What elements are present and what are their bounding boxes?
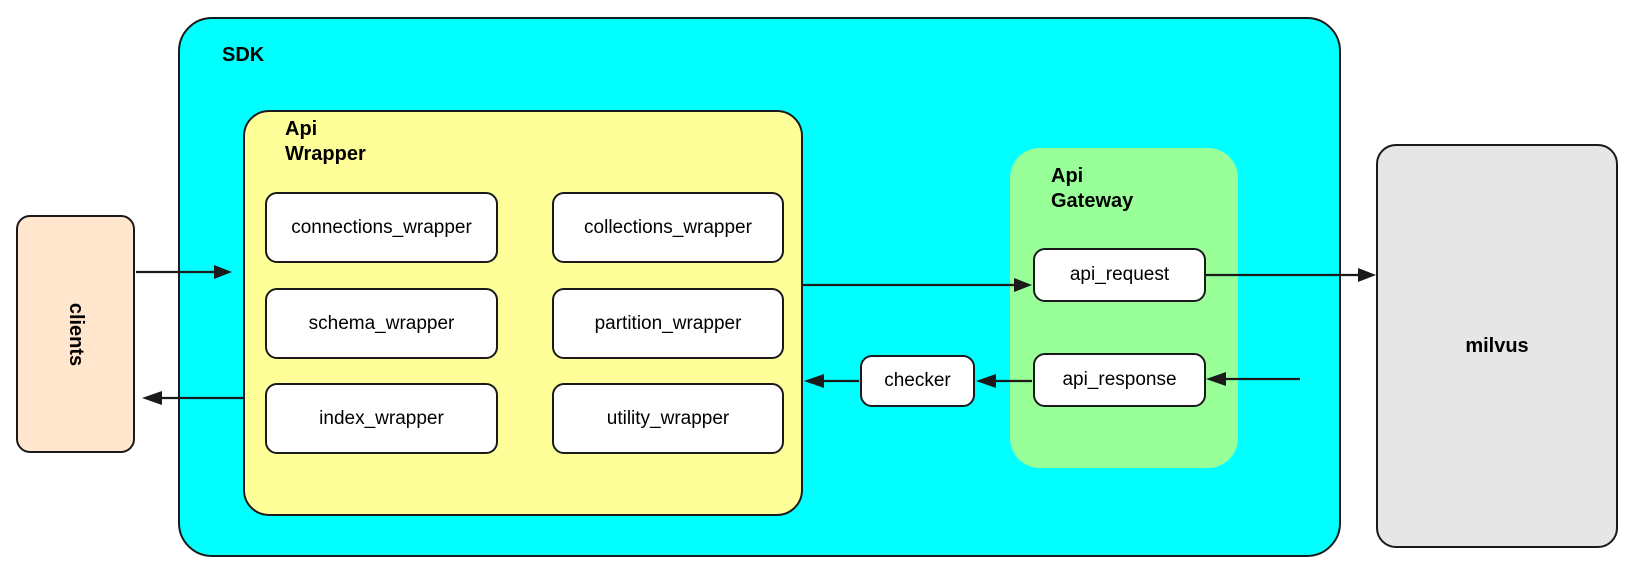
node-api-request[interactable]: api_request bbox=[1033, 248, 1206, 302]
node-connections-wrapper[interactable]: connections_wrapper bbox=[265, 192, 498, 263]
arrow-api-wrapper-to-api-request bbox=[803, 278, 1032, 292]
node-checker[interactable]: checker bbox=[860, 355, 975, 407]
api-gateway-title: Api Gateway bbox=[1051, 165, 1134, 212]
node-collections-wrapper[interactable]: collections_wrapper bbox=[552, 192, 784, 263]
milvus-node[interactable]: milvus bbox=[1376, 144, 1618, 548]
node-schema-wrapper[interactable]: schema_wrapper bbox=[265, 288, 498, 359]
arrow-clients-to-api-wrapper bbox=[136, 265, 232, 279]
arrow-api-request-to-milvus bbox=[1206, 268, 1376, 282]
api-wrapper-title: Api Wrapper bbox=[285, 118, 366, 165]
arrow-api-response-to-checker bbox=[976, 374, 1032, 388]
milvus-label: milvus bbox=[1465, 334, 1529, 357]
arrow-checker-to-api-wrapper bbox=[804, 374, 859, 388]
sdk-title: SDK bbox=[222, 44, 265, 66]
clients-node[interactable]: clients bbox=[16, 215, 135, 453]
node-utility-wrapper[interactable]: utility_wrapper bbox=[552, 383, 784, 454]
api-gateway-container bbox=[1010, 148, 1238, 468]
arrow-milvus-to-api-response bbox=[1206, 372, 1300, 386]
arrow-api-wrapper-to-clients bbox=[142, 391, 245, 405]
node-partition-wrapper[interactable]: partition_wrapper bbox=[552, 288, 784, 359]
node-api-response[interactable]: api_response bbox=[1033, 353, 1206, 407]
node-index-wrapper[interactable]: index_wrapper bbox=[265, 383, 498, 454]
